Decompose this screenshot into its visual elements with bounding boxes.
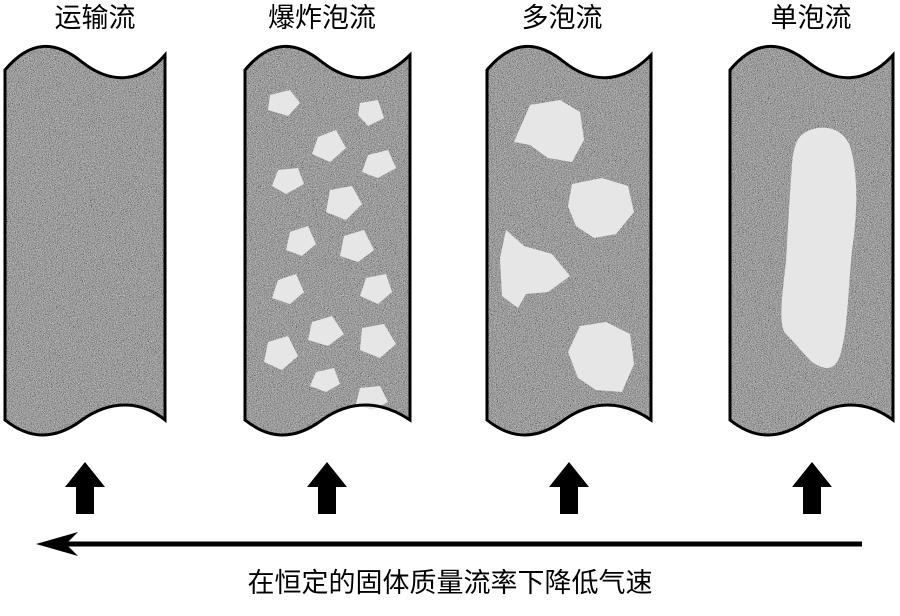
bubble (310, 368, 340, 392)
bubble (268, 90, 300, 116)
bubble (272, 274, 304, 304)
bubble (360, 324, 396, 358)
bubble (360, 274, 392, 304)
transport-column-outline (3, 45, 167, 437)
up-arrow-icon (65, 462, 105, 514)
column-explosive-bubble (243, 45, 412, 437)
up-arrow-icon (307, 462, 347, 514)
multiple-column-outline (485, 45, 653, 437)
title-single-bubble-flow: 单泡流 (770, 3, 852, 34)
bubble (308, 316, 344, 346)
bubble (326, 186, 362, 220)
bubble (500, 230, 570, 308)
up-arrow-icon (549, 462, 589, 514)
column-single-bubble (728, 45, 895, 437)
medium-bubbles (500, 100, 634, 392)
explosive-column-outline (243, 45, 412, 437)
small-bubbles (264, 90, 396, 410)
gas-velocity-arrow (36, 532, 862, 556)
bubble (362, 150, 396, 178)
bubble (312, 130, 346, 162)
bubble (568, 322, 634, 392)
title-multiple-bubble-flow: 多泡流 (521, 3, 603, 34)
column-multiple-bubble (485, 45, 653, 437)
title-explosive-bubble-flow: 爆炸泡流 (268, 3, 376, 34)
title-transport-flow: 运输流 (54, 3, 136, 34)
bubble (340, 230, 374, 262)
bubble (358, 100, 384, 126)
bubble (514, 100, 584, 162)
bubble (568, 178, 634, 238)
bubble (264, 336, 298, 370)
bubble (286, 226, 316, 256)
slug-bubble (781, 127, 857, 369)
single-column-outline (728, 45, 895, 437)
left-arrow-icon (36, 532, 78, 556)
up-arrow-icon (792, 462, 832, 514)
bubble (272, 168, 304, 194)
gas-velocity-caption: 在恒定的固体质量流率下降低气速 (247, 568, 653, 599)
column-transport (3, 45, 167, 437)
gas-inlet-arrows (65, 462, 832, 514)
